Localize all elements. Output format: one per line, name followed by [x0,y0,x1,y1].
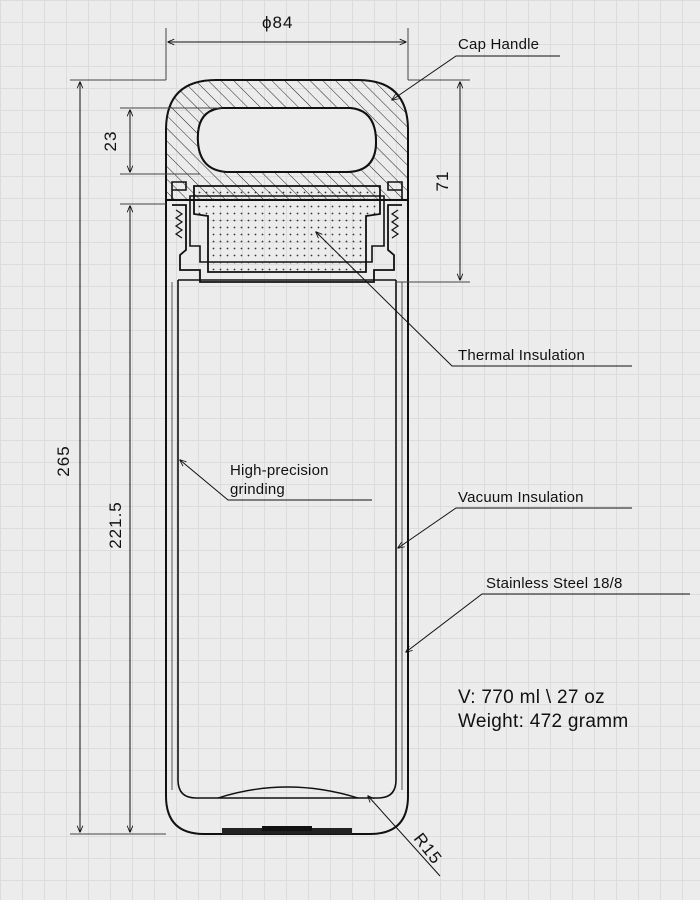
cap-insert [171,181,403,200]
body-height-label: 221.5 [106,501,125,549]
bottle-outer-shell [165,200,409,835]
leader-radius [368,796,441,877]
weight-spec: Weight: 472 gramm [458,711,629,732]
thermal-insulation-core [193,185,381,273]
volume-spec: V: 770 ml \ 27 oz [458,687,605,708]
cap-height-label: 71 [433,170,452,192]
leader-cap-handle [392,55,560,100]
cap-handle-label: Cap Handle [458,36,540,53]
grinding-label-line2: grinding [230,481,285,498]
total-height-label: 265 [54,445,73,477]
vacuum-insulation-label: Vacuum Insulation [458,489,584,506]
diameter-label: ϕ84 [262,13,294,32]
leader-grinding [180,460,372,501]
handle-height-label: 23 [101,130,120,152]
stainless-steel-label: Stainless Steel 18/8 [486,575,623,592]
leader-thermal-insulation [316,232,632,367]
thermal-insulation-label: Thermal Insulation [458,347,585,364]
bottle-inner-wall [177,280,397,799]
leader-stainless-steel [406,593,690,652]
grinding-label-line1: High-precision [230,462,329,479]
leader-vacuum-insulation [398,507,632,548]
